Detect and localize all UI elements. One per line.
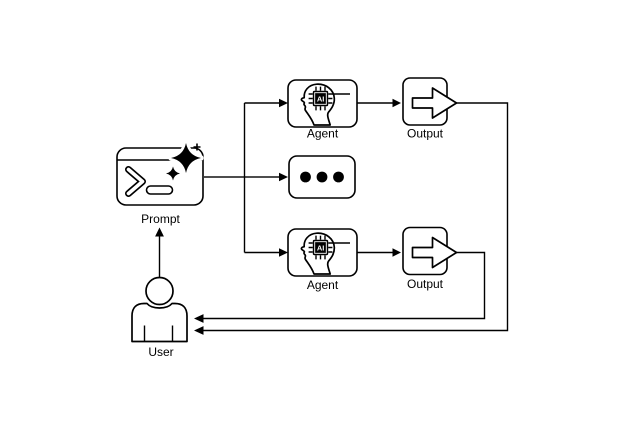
output-top-label: Output	[407, 127, 444, 141]
arrowhead-to-agent-bottom	[279, 248, 288, 257]
prompt-label: Prompt	[141, 212, 180, 226]
agent-top-label: Agent	[307, 127, 339, 141]
head-ai-chip-icon: AI	[300, 232, 350, 275]
ellipsis-node	[288, 155, 356, 199]
agent-top-node: AI Agent	[287, 79, 358, 141]
edge-user-to-prompt	[155, 227, 164, 277]
edge-prompt-to-branches	[204, 98, 288, 257]
sparkle-icon	[164, 140, 204, 183]
agent-bottom-node: AI Agent	[287, 228, 358, 292]
block-arrow-icon	[411, 236, 458, 269]
chip-label-top: AI	[317, 94, 325, 103]
edge-output-top-to-user	[194, 102, 509, 335]
arrowhead-to-agent-top	[279, 98, 288, 108]
user-label: User	[148, 345, 173, 359]
head-ai-chip-icon: AI	[300, 83, 350, 126]
arrowhead-to-ellipsis	[279, 172, 288, 182]
chip-label-bottom: AI	[317, 243, 325, 252]
edge-agent-bottom-to-output-bottom	[357, 248, 401, 257]
ai-chip: AI	[308, 235, 350, 260]
edge-output-bottom-to-user	[194, 251, 486, 323]
prompt-node: Prompt	[116, 140, 204, 226]
edge-agent-top-to-output-top	[357, 98, 401, 108]
ellipsis-dots-icon	[300, 171, 344, 183]
user-node: User	[131, 276, 188, 359]
output-bottom-label: Output	[407, 277, 444, 291]
output-top-node: Output	[402, 77, 458, 141]
block-arrow-icon	[411, 87, 458, 119]
ai-chip: AI	[308, 86, 350, 111]
person-icon	[131, 276, 188, 343]
agent-bottom-label: Agent	[307, 278, 339, 292]
output-bottom-node: Output	[402, 226, 458, 291]
